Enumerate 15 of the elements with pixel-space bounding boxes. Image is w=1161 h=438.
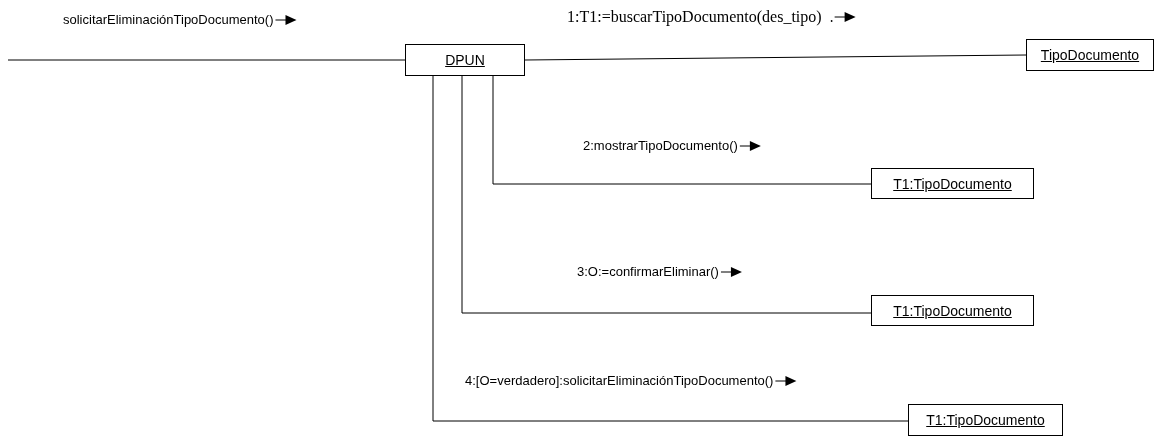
object-box: TipoDocumento	[1026, 39, 1154, 71]
object-box: T1:TipoDocumento	[871, 168, 1034, 199]
object-box: DPUN	[405, 44, 525, 76]
message-label: 1:T1:=buscarTipoDocumento(des_tipo)	[567, 9, 822, 25]
message-label: 2:mostrarTipoDocumento()	[583, 138, 738, 154]
association-line	[461, 75, 872, 314]
association-line	[7, 59, 406, 61]
association-line	[432, 75, 909, 422]
message-label: solicitarEliminaciónTipoDocumento()	[63, 12, 274, 28]
message-label: 3:O:=confirmarEliminar()	[577, 264, 719, 280]
association-line	[492, 75, 872, 185]
object-box: T1:TipoDocumento	[908, 404, 1063, 436]
message-label: 4:[O=verdadero]:solicitarEliminaciónTipoDocumento()	[465, 373, 774, 389]
object-box: T1:TipoDocumento	[871, 295, 1034, 326]
association-line	[524, 54, 1027, 61]
